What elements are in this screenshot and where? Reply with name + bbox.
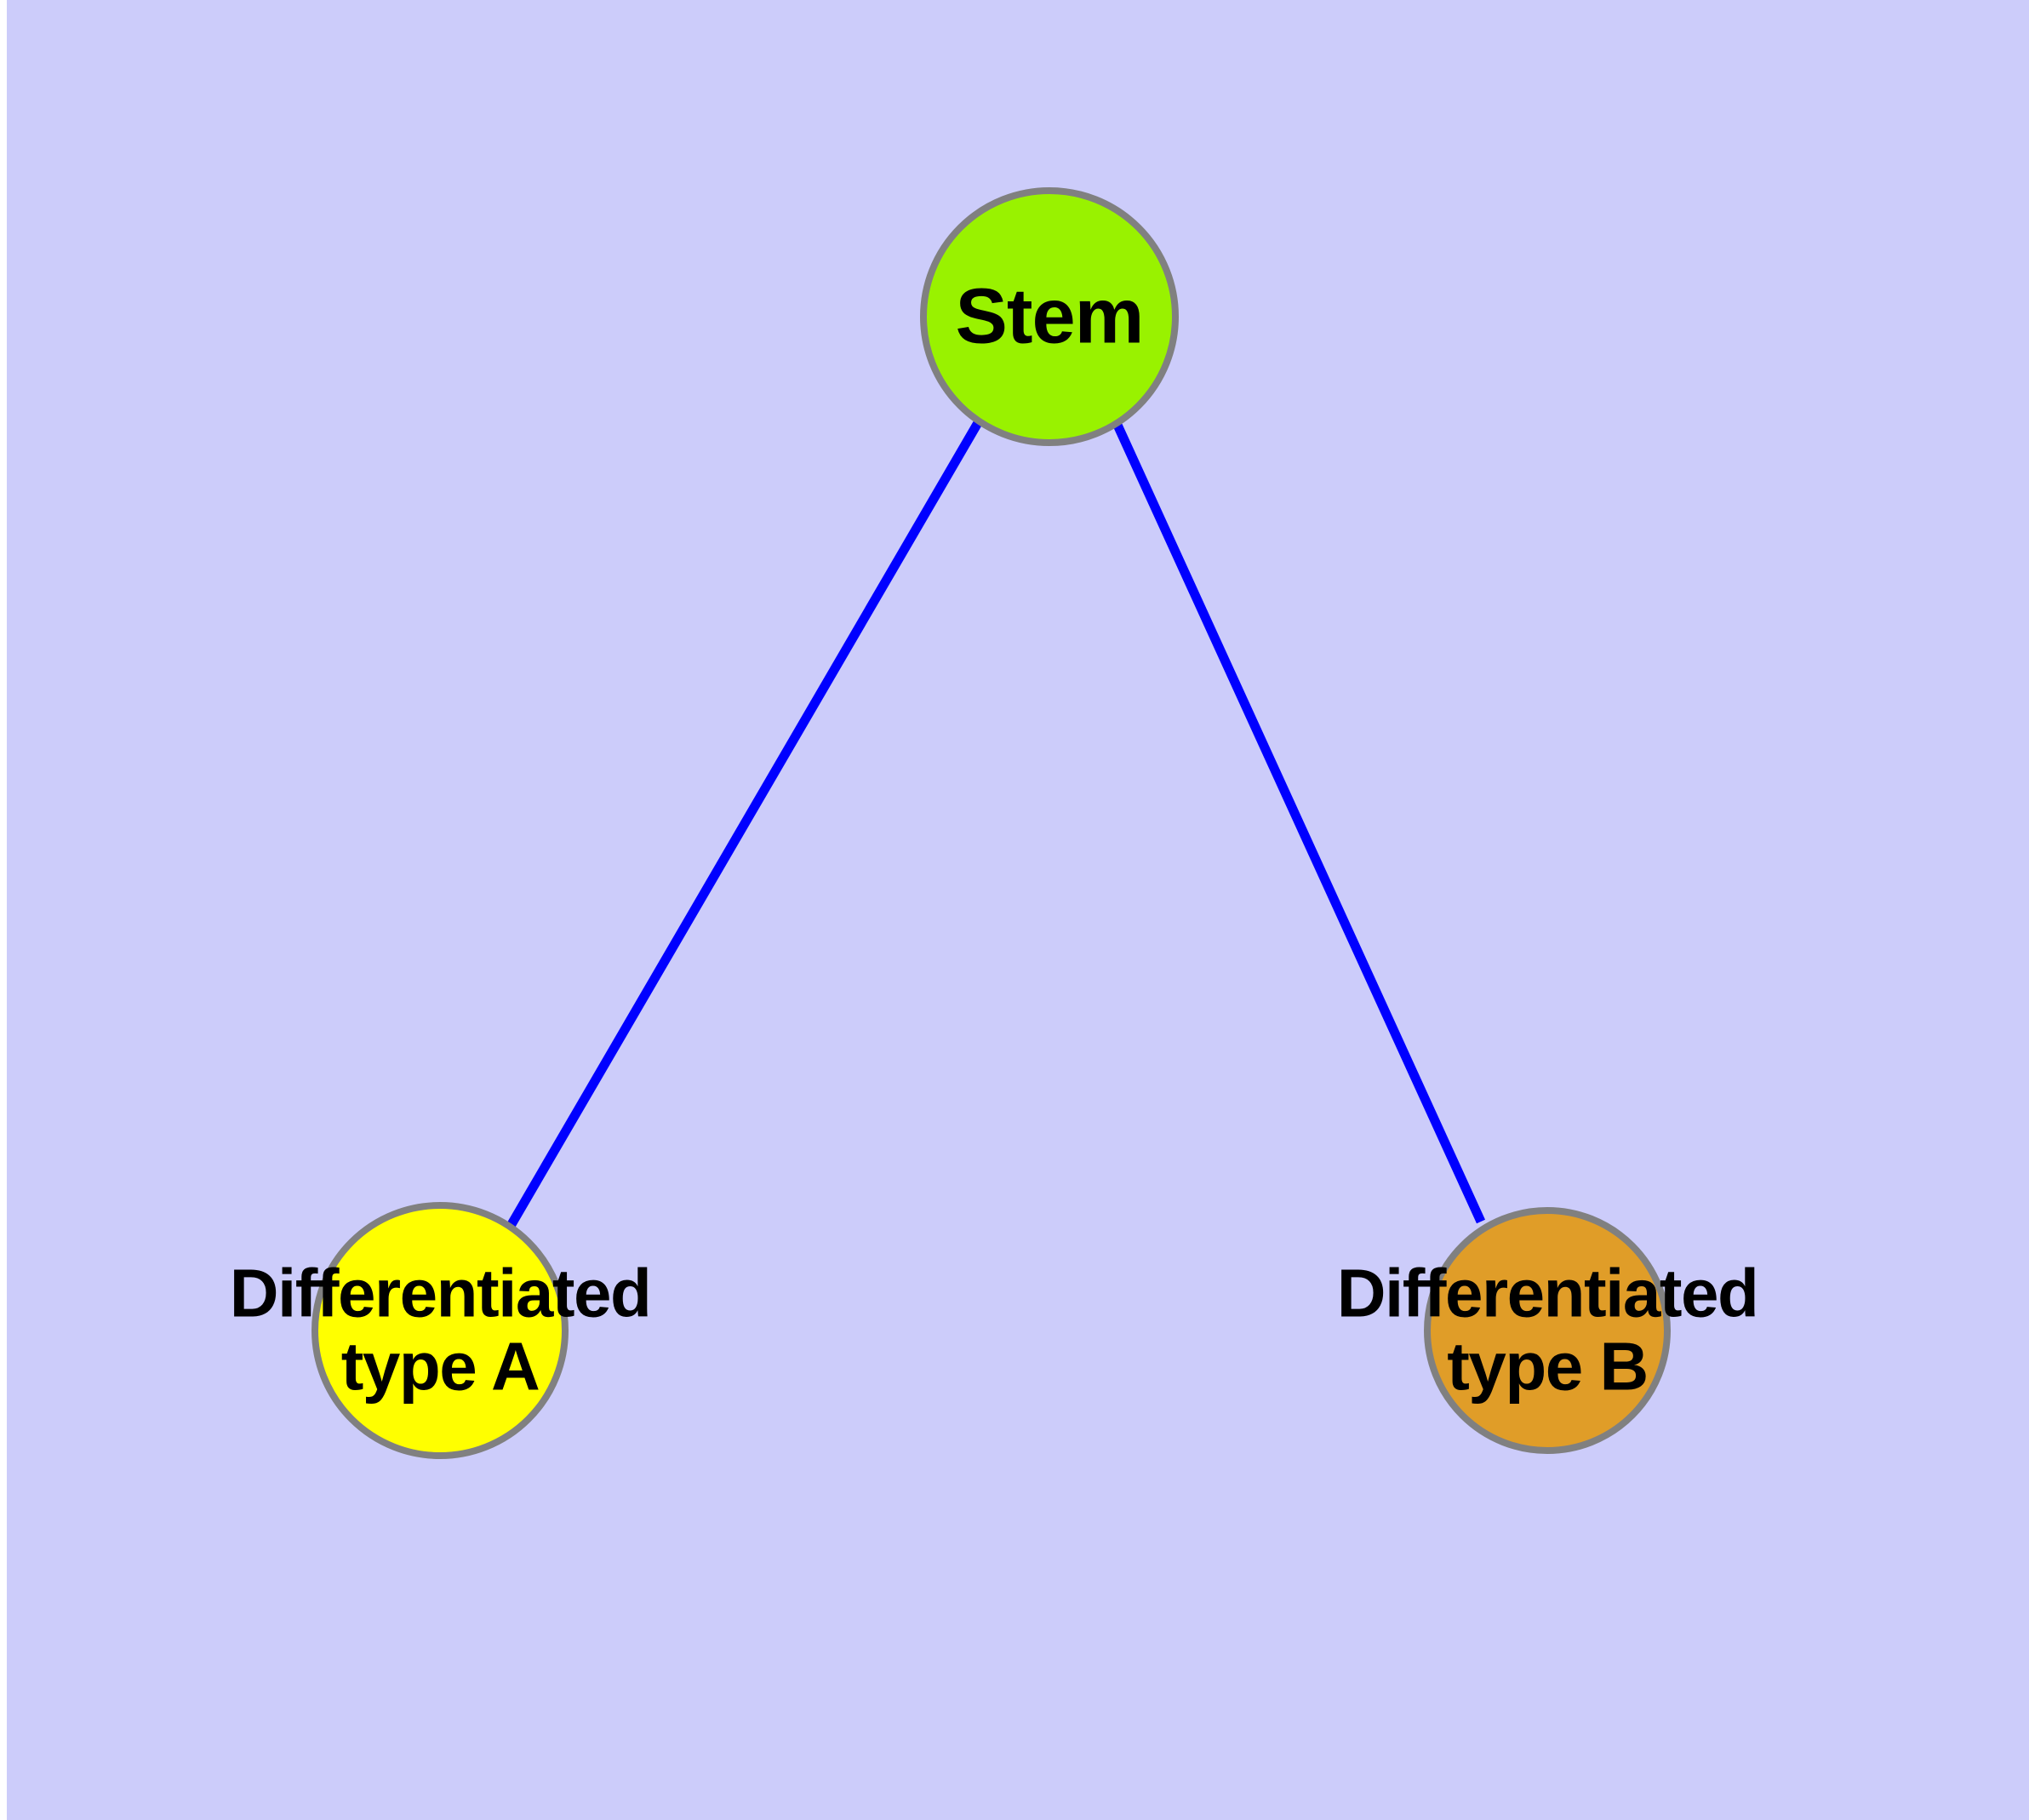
graph-edge[interactable] bbox=[506, 419, 983, 1228]
graph-node-diff-b[interactable] bbox=[1424, 1207, 1671, 1454]
node-layer bbox=[311, 187, 1671, 1459]
edge-layer bbox=[506, 419, 1486, 1228]
graph-node-diff-a[interactable] bbox=[311, 1202, 569, 1459]
graph-node-stem[interactable] bbox=[920, 187, 1179, 446]
graph-edge[interactable] bbox=[1112, 421, 1486, 1224]
